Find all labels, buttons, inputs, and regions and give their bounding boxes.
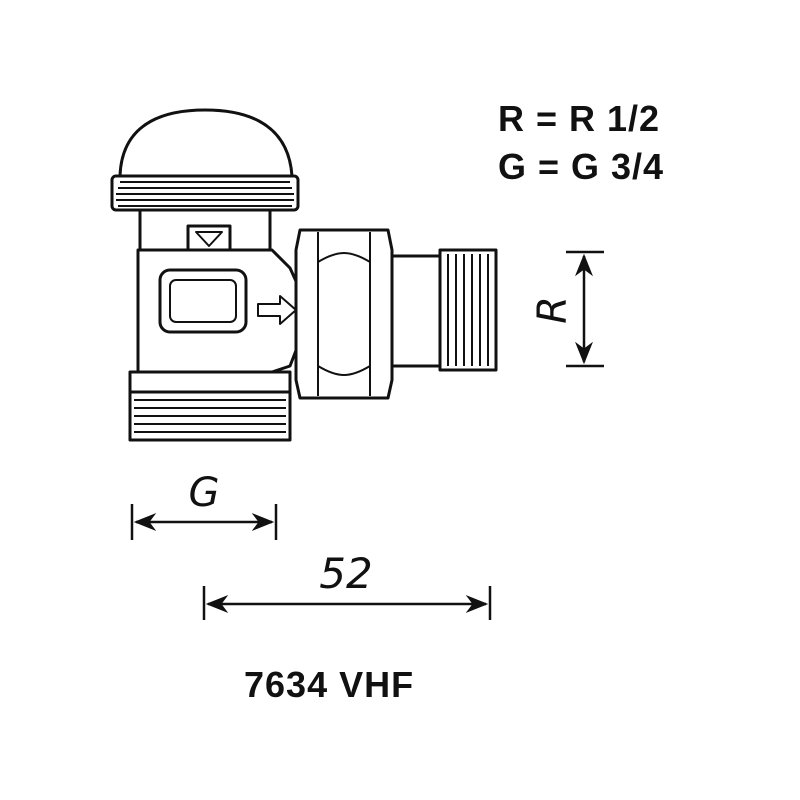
cap-dome xyxy=(118,108,294,178)
union-nut xyxy=(294,228,394,400)
g-dimension xyxy=(130,504,278,540)
legend-r-thread: R = R 1/2 xyxy=(498,98,661,139)
tail-piece xyxy=(390,254,442,368)
r-dimension xyxy=(566,250,604,368)
valve-body xyxy=(110,108,498,442)
union-nut-bulge-lower xyxy=(317,365,371,376)
body-window-inner xyxy=(169,279,237,323)
length-dimension xyxy=(202,586,492,620)
model-code: 7634 VHF xyxy=(244,664,415,705)
length-dimension-label: 52 xyxy=(319,549,372,598)
inlet-thread-collar xyxy=(128,370,292,394)
flow-indicator-mark xyxy=(195,231,223,247)
inlet-thread-lines xyxy=(134,399,286,433)
legend-g-thread: G = G 3/4 xyxy=(498,146,665,187)
flow-arrow xyxy=(257,295,297,325)
union-nut-bulge xyxy=(317,252,371,263)
r-dimension-label: R xyxy=(530,296,576,324)
cap-knurl-lines xyxy=(116,181,294,207)
outlet-thread xyxy=(438,248,498,372)
g-dimension-label: G xyxy=(189,470,220,516)
outlet-thread-lines xyxy=(447,254,489,366)
